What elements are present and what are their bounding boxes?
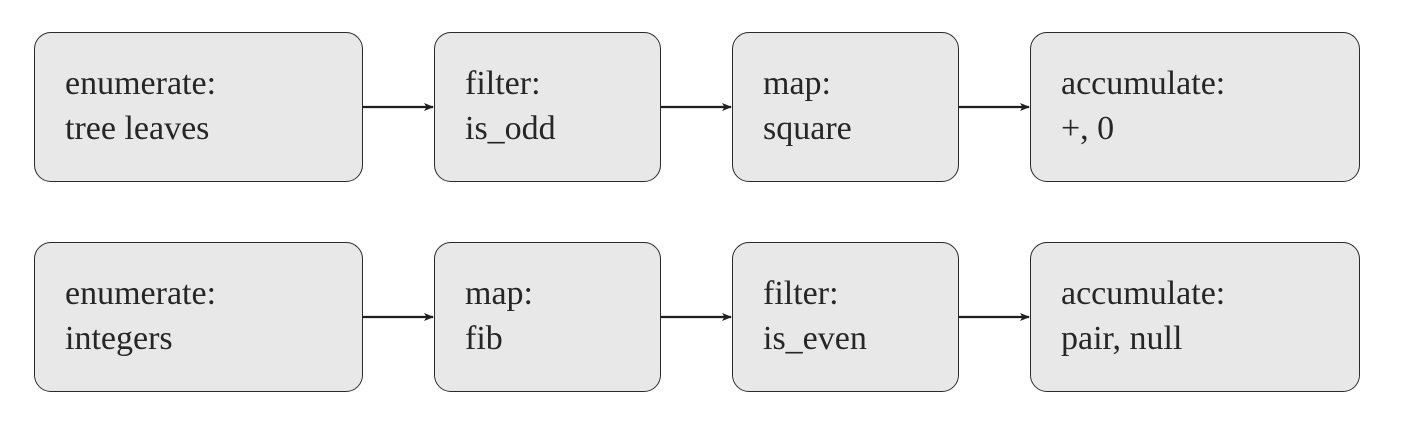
stage-kind-label: enumerate:: [65, 275, 217, 312]
stage-kind-label: map:: [763, 65, 831, 102]
stage-arg-label: fib: [465, 320, 503, 357]
stage-accumulate-plus: accumulate: +, 0: [1030, 32, 1360, 182]
stage-filter-is-odd: filter: is_odd: [434, 32, 661, 182]
stage-arg-label: pair, null: [1061, 320, 1183, 357]
stage-arg-label: is_even: [763, 320, 867, 357]
stage-arg-label: +, 0: [1061, 110, 1115, 147]
stage-enumerate-tree-leaves: enumerate: tree leaves: [34, 32, 363, 182]
stage-kind-label: map:: [465, 275, 533, 312]
stage-kind-label: enumerate:: [65, 65, 217, 102]
stage-map-fib: map: fib: [434, 242, 661, 392]
stage-filter-is-even: filter: is_even: [732, 242, 959, 392]
stage-accumulate-pair: accumulate: pair, null: [1030, 242, 1360, 392]
stage-arg-label: tree leaves: [65, 110, 210, 147]
stage-map-square: map: square: [732, 32, 959, 182]
stage-arg-label: square: [763, 110, 852, 147]
stage-arg-label: is_odd: [465, 110, 556, 147]
stage-kind-label: accumulate:: [1061, 65, 1226, 102]
stage-enumerate-integers: enumerate: integers: [34, 242, 363, 392]
stage-kind-label: filter:: [763, 275, 839, 312]
stage-arg-label: integers: [65, 320, 173, 357]
stage-kind-label: accumulate:: [1061, 275, 1226, 312]
stage-kind-label: filter:: [465, 65, 541, 102]
